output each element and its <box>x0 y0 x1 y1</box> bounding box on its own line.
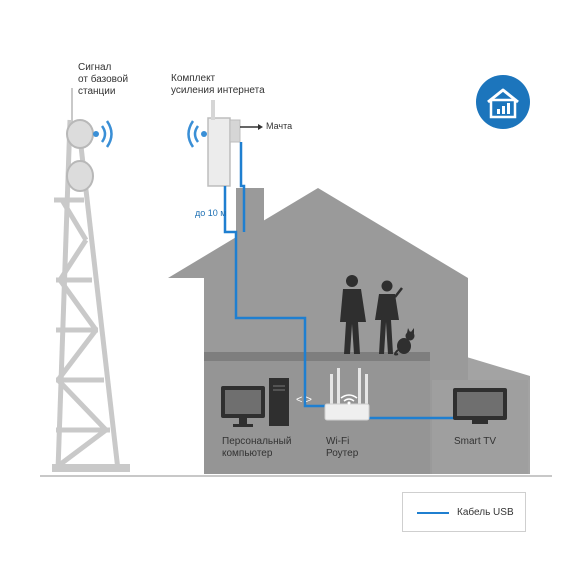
floor-slab <box>204 352 430 361</box>
signal-label: Сигнал от базовой станции <box>78 62 129 97</box>
people-icon <box>340 275 403 354</box>
tv-label: Smart TV <box>454 436 497 447</box>
tower-signal-waves <box>93 120 113 148</box>
desktop-computer-icon <box>221 378 289 427</box>
cat-icon <box>394 328 415 356</box>
house-signal-icon <box>476 75 530 129</box>
connection-arrows: < > <box>296 394 312 406</box>
pc-label: Персональный компьютер <box>222 436 292 459</box>
tower-dish-top <box>66 119 94 149</box>
antenna-signal-waves <box>187 120 207 148</box>
outdoor-antenna-icon <box>207 100 263 187</box>
legend: Кабель USB <box>402 492 526 532</box>
cell-tower-icon <box>52 88 130 472</box>
usb-cable <box>223 142 456 420</box>
wifi-router-icon <box>324 368 370 421</box>
legend-cable-swatch <box>417 512 449 514</box>
tower-dish-bottom <box>66 160 94 192</box>
legend-cable-label: Кабель USB <box>457 507 514 518</box>
router-label: Wi-Fi Роутер <box>326 436 359 459</box>
tv-icon <box>453 388 507 424</box>
distance-label: до 10 м <box>195 208 227 218</box>
chimney <box>236 188 264 238</box>
mast-label: Мачта <box>266 121 293 131</box>
kit-label: Комплект усиления интернета <box>171 73 265 96</box>
